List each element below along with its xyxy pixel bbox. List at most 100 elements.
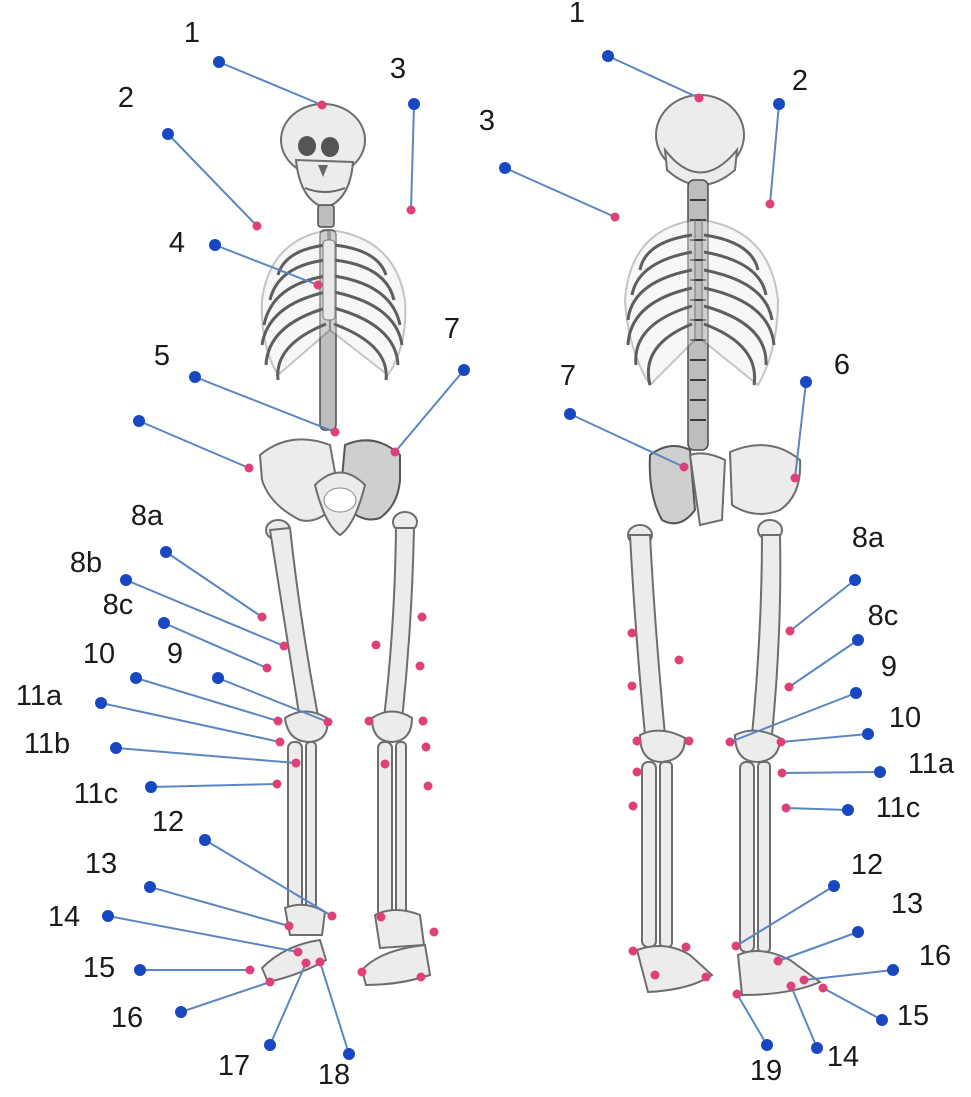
anchor-dot xyxy=(850,687,862,699)
leader-line xyxy=(778,932,858,961)
marker-dot xyxy=(273,780,282,789)
anchor-dot xyxy=(199,834,211,846)
front-skull xyxy=(281,104,365,208)
marker-dot xyxy=(682,943,691,952)
marker-dot xyxy=(416,662,425,671)
marker-dot xyxy=(377,913,386,922)
anchor-dot xyxy=(874,766,886,778)
marker-dot xyxy=(280,642,289,651)
marker-dot xyxy=(633,737,642,746)
leader-line xyxy=(168,134,257,226)
anchor-dot xyxy=(887,964,899,976)
landmark-number: 8c xyxy=(103,589,134,621)
leader-line xyxy=(730,693,856,742)
leader-line xyxy=(790,580,855,631)
marker-dot xyxy=(800,976,809,985)
landmark-number: 7 xyxy=(560,360,576,392)
marker-dot xyxy=(372,641,381,650)
anchor-dot xyxy=(458,364,470,376)
landmark-number: 19 xyxy=(750,1055,782,1087)
leader-line xyxy=(116,748,296,763)
landmark-number: 7 xyxy=(444,313,460,345)
landmark-number: 11c xyxy=(74,778,119,810)
anchor-dot xyxy=(849,574,861,586)
marker-dot xyxy=(391,448,400,457)
anchor-dot xyxy=(144,881,156,893)
leader-line xyxy=(737,994,767,1045)
landmark-number: 2 xyxy=(792,65,808,97)
landmark-number: 5 xyxy=(154,340,170,372)
landmark-number: 14 xyxy=(827,1041,859,1073)
marker-dot xyxy=(782,804,791,813)
landmark-label: 19 xyxy=(733,990,783,1088)
marker-dot xyxy=(726,738,735,747)
marker-dot xyxy=(417,973,426,982)
back-leg-left xyxy=(628,525,712,992)
anchor-dot xyxy=(852,926,864,938)
landmark-label: 1 xyxy=(569,0,704,103)
landmark-number: 10 xyxy=(889,702,921,734)
marker-dot xyxy=(732,942,741,951)
anchor-dot xyxy=(264,1039,276,1051)
marker-dot xyxy=(419,717,428,726)
anchor-dot xyxy=(499,162,511,174)
anchor-dot xyxy=(852,634,864,646)
marker-dot xyxy=(777,738,786,747)
landmark-label xyxy=(133,415,254,473)
anchor-dot xyxy=(189,371,201,383)
leader-line xyxy=(101,703,280,742)
leader-line xyxy=(804,970,893,980)
anchor-dot xyxy=(133,415,145,427)
landmark-label: 8a xyxy=(131,500,267,622)
anchor-dot xyxy=(828,880,840,892)
anchor-dot xyxy=(602,50,614,62)
landmark-number: 9 xyxy=(881,651,897,683)
leader-line xyxy=(570,414,684,467)
anchor-dot xyxy=(876,1014,888,1026)
anchor-dot xyxy=(110,742,122,754)
landmark-label: 18 xyxy=(316,958,356,1092)
marker-dot xyxy=(245,464,254,473)
landmark-number: 1 xyxy=(569,0,585,29)
landmark-number: 16 xyxy=(111,1002,143,1034)
landmark-label: 5 xyxy=(154,340,340,437)
marker-dot xyxy=(819,984,828,993)
anchor-dot xyxy=(160,546,172,558)
anchor-dot xyxy=(134,964,146,976)
marker-dot xyxy=(629,802,638,811)
marker-dot xyxy=(285,922,294,931)
landmark-label: 3 xyxy=(390,53,420,215)
marker-dot xyxy=(422,743,431,752)
marker-dot xyxy=(778,769,787,778)
leader-line xyxy=(150,887,289,926)
landmark-number: 18 xyxy=(318,1059,350,1091)
landmark-number: 9 xyxy=(167,638,183,670)
marker-dot xyxy=(611,213,620,222)
landmark-number: 11c xyxy=(876,792,921,824)
marker-dot xyxy=(702,973,711,982)
marker-dot xyxy=(276,738,285,747)
landmark-label: 15 xyxy=(819,984,930,1033)
marker-dot xyxy=(628,629,637,638)
marker-dot xyxy=(786,627,795,636)
marker-dot xyxy=(266,978,275,987)
landmark-number: 11a xyxy=(908,748,955,780)
back-skeleton xyxy=(625,95,820,995)
marker-dot xyxy=(791,474,800,483)
leader-line xyxy=(782,772,880,773)
landmark-number: 8a xyxy=(852,522,885,554)
leader-line xyxy=(770,104,779,204)
leader-line xyxy=(608,56,699,98)
leader-line xyxy=(181,982,270,1012)
landmark-number: 17 xyxy=(218,1050,250,1082)
anchor-dot xyxy=(212,672,224,684)
marker-dot xyxy=(787,982,796,991)
anchor-dot xyxy=(95,697,107,709)
landmark-label: 2 xyxy=(766,65,809,209)
front-leg-right xyxy=(362,512,430,985)
leader-line xyxy=(781,734,868,742)
front-skeleton xyxy=(260,104,430,985)
landmark-number: 8c xyxy=(868,600,899,632)
marker-dot xyxy=(785,683,794,692)
anchor-dot xyxy=(800,376,812,388)
